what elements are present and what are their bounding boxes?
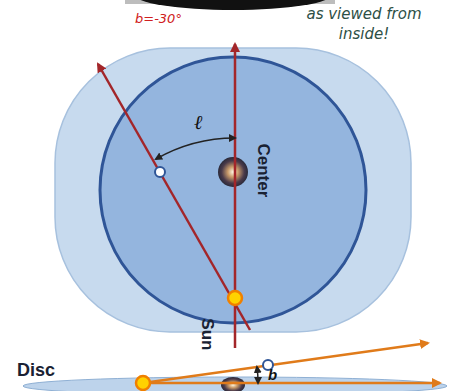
- latitude-note: b=-30°: [135, 12, 182, 26]
- cropped-sky-image: [133, 0, 333, 10]
- sun-label: Sun: [198, 318, 217, 350]
- longitude-arc: [156, 138, 235, 159]
- galactic-disc-side: [23, 377, 447, 391]
- longitude-symbol: ℓ: [194, 111, 202, 133]
- handwritten-note: as viewed from inside!: [294, 5, 434, 44]
- line-of-sight-side: [143, 343, 428, 383]
- sun-dot-side: [136, 376, 150, 390]
- center-label: Center: [254, 143, 273, 197]
- latitude-arc: [257, 367, 258, 383]
- line-of-sight: [98, 64, 250, 330]
- disc-label: Disc: [17, 361, 55, 381]
- galactic-disc-top: [100, 57, 366, 323]
- plane-direction: [143, 382, 440, 385]
- outer-halo: [55, 48, 411, 332]
- latitude-symbol: b: [268, 367, 277, 382]
- galactic-center: [218, 157, 248, 187]
- target-object: [155, 167, 165, 177]
- sun-dot: [228, 291, 242, 305]
